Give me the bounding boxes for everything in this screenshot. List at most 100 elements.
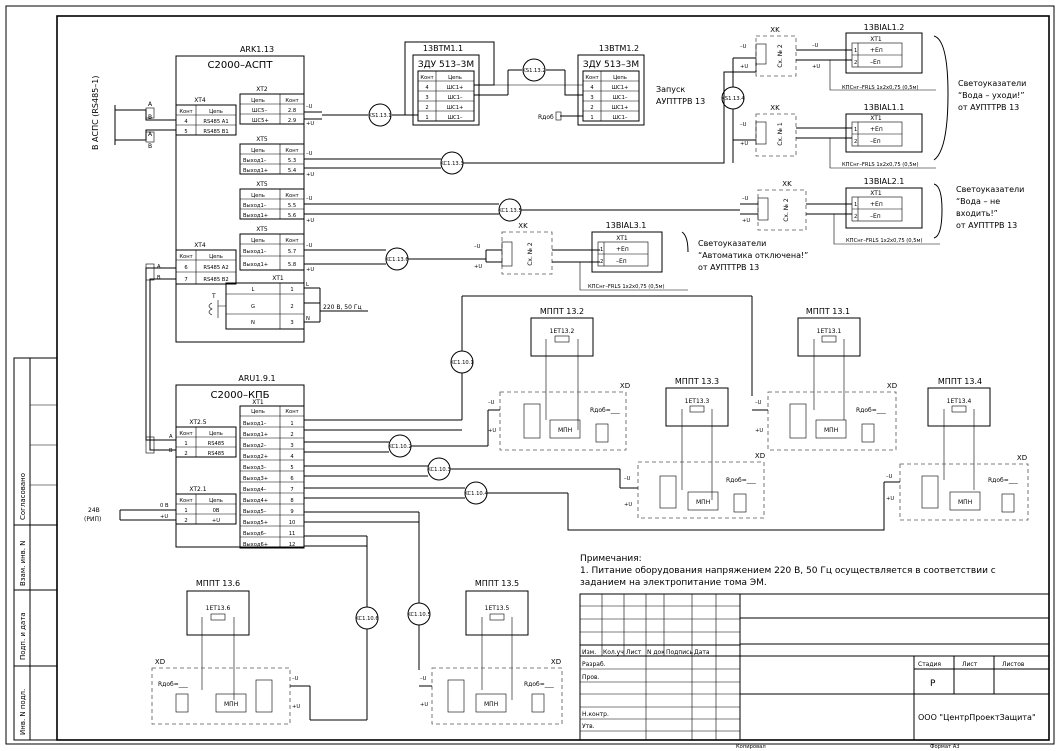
xt4-row-k: 4 [184,119,188,125]
xk-box-sch2-top: XK Сх. № 2 –U +U –U +U [740,26,840,77]
xk-sch: Сх. № 2 [777,44,784,68]
cable-marker: KS1.13.1 [368,103,392,127]
lamp-en: –Eп [616,258,627,265]
rs-a2-label: A [148,131,153,138]
mppt-title: МППТ 13.3 [675,377,719,386]
tb-listov: Листов [1002,661,1025,668]
xt5-head: Конт [285,148,298,154]
xt25-head: Конт [179,431,192,437]
lamp-num: 2 [600,259,603,265]
lamp-en: –Eп [870,213,881,220]
mppt-title: МППТ 13.4 [938,377,982,386]
xt25-row: 1 [184,441,187,447]
cable-spec: КПСнг–FRLS 1х2х0,75 (0,5м) [842,162,919,168]
cable-label: KC1.13.6 [385,257,408,263]
cable-label: KC1.10.2 [388,444,411,450]
note-lamps-a2: “Вода – уходи!” [958,91,1025,100]
xt5-row: Выход1– [243,158,267,164]
sig: –U [474,244,481,250]
lamp-num: 2 [854,139,857,145]
lamp-xt: XT1 [870,190,882,197]
sig-0v: 0 В [160,503,169,509]
lamp-num: 1 [854,202,857,208]
xt1p-row: 2 [290,304,293,310]
cable-marker: KC1.10.1 [450,350,474,374]
sig: +U [306,267,314,273]
xt25-row: RS485 [208,441,225,447]
sig-plus: +U [160,514,168,520]
notes-line-1: 1. Питание оборудования напряжением 220 … [580,566,996,576]
btm-wiring: –U +U [304,41,583,127]
xt1-power-block: XT1 L 1 G 2 N 3 T L N 220 В, 50 Гц [208,275,368,330]
lamp-13bial1-1: 13BIAL1.1 XT1 12 +Eп –Eп КПСнг–FRLS 1х2х… [829,103,936,169]
lamp-en: +Eп [870,47,883,54]
xt5-head: Цепь [251,193,265,199]
kpb-row-kont: 1 [290,421,293,427]
lamp-xt: XT1 [616,235,628,242]
xt4b-head: Конт [179,254,192,260]
xt5-label: XT5 [256,136,268,143]
xt2-5-block: XT2.5 Конт Цепь 1 RS485 2 RS485 [175,419,237,458]
xt5-head: Цепь [251,238,265,244]
xt1p-row: N [251,320,255,326]
kpb-rows: Выход1–1Выход1+2Выход2–3Выход2+4Выход3–5… [240,415,304,548]
bus-a: A [157,264,161,270]
xk-box-sch1: XK Сх. № 1 –U +U [740,104,852,157]
xt4-top-block: XT4 Конт Цепь 4 RS485 A1 5 RS485 B1 [175,97,237,136]
cable-marker: KC1.10.2 [388,434,412,458]
xd-label: XD [755,452,765,460]
kpb-xt1-label: XT1 [252,399,264,406]
xt2-1-block: XT2.1 Конт Цепь 1 0В 2 +U 0 В +U 24В (РИ… [84,486,237,525]
xt25-label: XT2.5 [189,419,206,426]
lamp-num: 2 [854,60,857,66]
rs-a-label: A [148,101,153,108]
xt5-row: Выход1+ [243,213,268,219]
xt5-label: XT5 [256,226,268,233]
rdob-line: Rдоб=___ [524,681,555,688]
btm-row: 1 [590,115,593,121]
xt2-row-c: ШС5+ [252,118,269,124]
mppt-elem: 1ET13.2 [550,328,575,335]
notes-line-2: заданием на электропитание тома ЭМ. [580,578,767,588]
xt25-row: 2 [184,451,187,457]
note-lamps-a3: от АУПТТРВ 13 [958,103,1019,112]
xt2-label: XT2 [256,86,268,93]
sig: +U [624,502,632,508]
cable-spec: КПСнг–FRLS 1х2х0,75 (0,5м) [588,284,665,290]
kpb-head: Конт [285,409,298,415]
xd-box-13-1: XD –U +U МПН Rдоб=___ [752,382,897,451]
sig: +U [740,64,748,70]
kpb-row-kont: 7 [290,487,293,493]
sig: –U [306,196,313,202]
xt2-head-kont: Конт [285,98,298,104]
cable-label: KC1.10.5 [407,612,430,618]
xt1p-label: XT1 [272,275,284,282]
xt4b-row: RS485 A2 [203,265,228,271]
kpb-row-kont: 9 [290,509,293,515]
mppt-13-4: МППТ 13.4 1ET13.4 [927,377,991,490]
tb-stadiya: Стадия [918,661,941,668]
xt25-row: RS485 [208,451,225,457]
aru-title: С2000–КПБ [211,390,270,401]
launch-label-2: АУПТТРВ 13 [656,97,705,106]
mppt-title: МППТ 13.5 [475,579,519,588]
cable-label: KC1.13.3 [440,161,463,167]
lamp-num: 2 [854,214,857,220]
xk-sch: Сх. № 2 [783,198,790,222]
kpb-row-cep: Выход2– [243,443,267,449]
xt1p-row: L [252,287,255,293]
note-lamps-c3: от АУПТТРВ 13 [698,263,759,272]
kpb-row-kont: 5 [290,465,293,471]
xt4b-head: Цепь [209,254,223,260]
sig: +U [306,218,314,224]
sig: +U [886,496,894,502]
xt4b-row: 6 [184,265,187,271]
note-lamps-b2: “Вода – не [956,197,1000,206]
xd-label: XD [551,658,561,666]
xt5-row: 5.4 [288,168,297,174]
cable-marker: KC1.10.5 [407,602,431,626]
btm-row: 2 [425,105,428,111]
btm-row: 4 [425,85,429,91]
title-block: Изм. Кол.уч Лист N док Подпись Дата Разр… [579,593,1050,750]
mppt-13-1: МППТ 13.1 1ET13.1 [797,307,861,420]
